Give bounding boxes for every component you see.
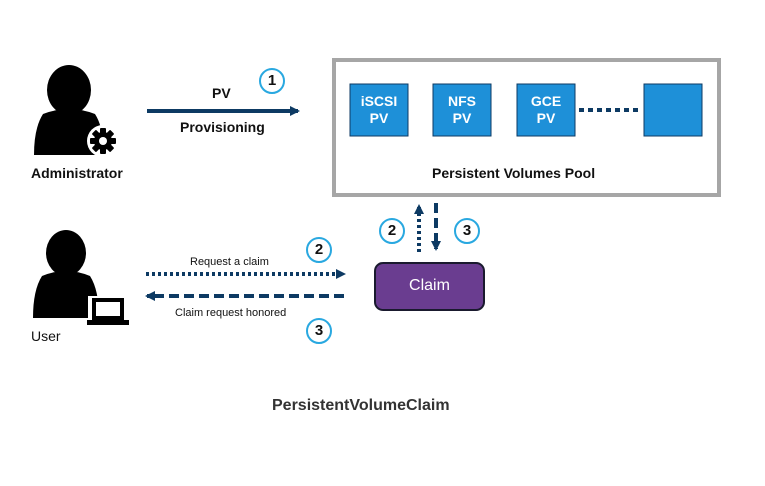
iscsi-pv-label: iSCSI PV (350, 93, 408, 127)
user-icon (33, 230, 99, 318)
iscsi-pv-block (349, 83, 409, 137)
step-badge-3-pool: 3 (454, 218, 480, 244)
blank-pv-block (643, 83, 703, 137)
gce-pv-line1: GCE (530, 93, 562, 109)
claim-box (374, 262, 485, 311)
pv-label: PV (212, 85, 231, 101)
nfs-pv-line2: PV (452, 110, 472, 126)
gce-pv-line2: PV (536, 110, 556, 126)
claim-honored-label: Claim request honored (175, 307, 287, 319)
pool-title: Persistent Volumes Pool (432, 165, 596, 181)
laptop-icon (87, 296, 129, 326)
iscsi-pv-line1: iSCSI (360, 93, 398, 109)
diagram-caption: PersistentVolumeClaim (272, 397, 450, 414)
request-claim-label: Request a claim (190, 256, 269, 268)
nfs-pv-label: NFS PV (433, 93, 491, 127)
step-badge-3-honored: 3 (306, 318, 332, 344)
gear-icon (87, 125, 119, 157)
claim-label: Claim (409, 277, 450, 294)
nfs-pv-block (432, 83, 492, 137)
step-badge-1: 1 (259, 68, 285, 94)
nfs-pv-line1: NFS (448, 93, 476, 109)
administrator-label: Administrator (31, 165, 123, 181)
gce-pv-block (516, 83, 576, 137)
step-badge-2-pool: 2 (379, 218, 405, 244)
iscsi-pv-line2: PV (369, 110, 389, 126)
user-label: User (31, 328, 61, 344)
gce-pv-label: GCE PV (517, 93, 575, 127)
provisioning-label: Provisioning (180, 119, 265, 135)
administrator-icon (34, 65, 104, 155)
step-badge-2-request: 2 (306, 237, 332, 263)
